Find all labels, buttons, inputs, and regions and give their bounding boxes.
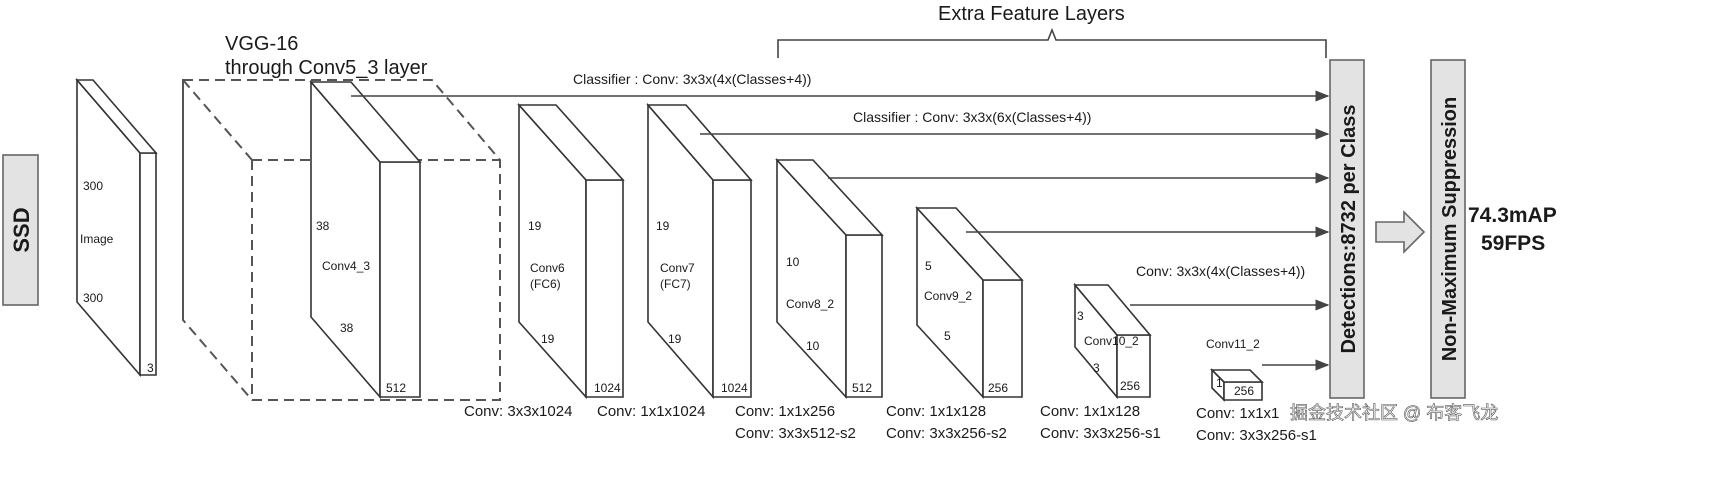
conv7-dim-top: 19 bbox=[656, 219, 670, 233]
conv8-op-label-b: Conv: 3x3x512-s2 bbox=[735, 425, 856, 442]
conv11-op-label-b: Conv: 3x3x256-s1 bbox=[1196, 427, 1317, 444]
conv8-2-dim-bottom: 10 bbox=[806, 339, 820, 353]
vgg-title-line2: through Conv5_3 layer bbox=[225, 57, 428, 79]
conv7-dim-bottom: 19 bbox=[668, 332, 682, 346]
detections-box: Detections:8732 per Class bbox=[1329, 59, 1365, 399]
ssd-label-box: SSD bbox=[2, 154, 39, 306]
conv6-dim-top: 19 bbox=[528, 219, 542, 233]
classifier-label-1: Classifier : Conv: 3x3x(4x(Classes+4)) bbox=[573, 71, 811, 87]
conv6-channels: 1024 bbox=[594, 381, 621, 395]
classifier-arrows bbox=[351, 90, 1330, 371]
image-block: 300 Image 300 3 bbox=[75, 77, 158, 378]
conv7-op-label: Conv: 1x1x1024 bbox=[597, 403, 705, 420]
conv9-op-label-a: Conv: 1x1x128 bbox=[886, 403, 986, 420]
conv7-name: Conv7 bbox=[660, 261, 695, 275]
conv9-2-dim-bottom: 5 bbox=[944, 329, 951, 343]
conv11-op-label-a: Conv: 1x1x1 bbox=[1196, 405, 1279, 422]
conv9-2-dim-top: 5 bbox=[925, 259, 932, 273]
conv11-2-block: Conv11_2 1 256 bbox=[1206, 337, 1264, 402]
conv7-channels: 1024 bbox=[721, 381, 748, 395]
conv9-2-name: Conv9_2 bbox=[924, 289, 972, 303]
conv8-2-block: 10 Conv8_2 10 512 bbox=[775, 157, 884, 400]
conv8-op-label-a: Conv: 1x1x256 bbox=[735, 403, 835, 420]
conv9-op-label-b: Conv: 3x3x256-s2 bbox=[886, 425, 1007, 442]
conv11-2-channels: 256 bbox=[1234, 384, 1254, 398]
conv6-dim-bottom: 19 bbox=[541, 332, 555, 346]
conv8-2-dim-top: 10 bbox=[786, 255, 800, 269]
conv10-2-channels: 256 bbox=[1120, 379, 1140, 393]
conv6-block: 19 Conv6 (FC6) 19 1024 bbox=[517, 102, 625, 400]
conv7-sub: (FC7) bbox=[660, 277, 691, 291]
extra-layers-title: Extra Feature Layers bbox=[938, 3, 1125, 25]
nms-label: Non-Maximum Suppression bbox=[1439, 97, 1461, 361]
image-dim-top: 300 bbox=[83, 179, 103, 193]
extra-layers-brace bbox=[777, 27, 1327, 58]
conv8-2-channels: 512 bbox=[852, 381, 872, 395]
result-map: 74.3mAP bbox=[1468, 204, 1557, 227]
classifier-label-2: Classifier : Conv: 3x3x(6x(Classes+4)) bbox=[853, 109, 1091, 125]
conv4-3-channels: 512 bbox=[386, 381, 406, 395]
classifier-label-3: Conv: 3x3x(4x(Classes+4)) bbox=[1136, 263, 1305, 279]
detections-label: Detections:8732 per Class bbox=[1338, 104, 1360, 353]
conv10-op-label-b: Conv: 3x3x256-s1 bbox=[1040, 425, 1161, 442]
conv6-op-label: Conv: 3x3x1024 bbox=[464, 403, 572, 420]
conv10-op-label-a: Conv: 1x1x128 bbox=[1040, 403, 1140, 420]
conv4-3-name: Conv4_3 bbox=[322, 259, 370, 273]
conv9-2-channels: 256 bbox=[988, 381, 1008, 395]
vgg-dashed-block bbox=[182, 79, 501, 401]
conv6-name: Conv6 bbox=[530, 261, 565, 275]
conv8-2-name: Conv8_2 bbox=[786, 297, 834, 311]
image-name: Image bbox=[80, 232, 114, 246]
conv10-2-block: 3 Conv10_2 3 256 bbox=[1073, 282, 1152, 400]
conv11-2-name: Conv11_2 bbox=[1206, 337, 1260, 351]
conv-labels: Conv: 3x3x1024 Conv: 1x1x1024 Conv: 1x1x… bbox=[464, 403, 1317, 444]
conv9-2-block: 5 Conv9_2 5 256 bbox=[915, 205, 1024, 400]
result-fps: 59FPS bbox=[1481, 232, 1545, 255]
nms-box: Non-Maximum Suppression bbox=[1430, 59, 1466, 399]
conv4-3-dim-top: 38 bbox=[316, 219, 330, 233]
image-dim-bottom: 300 bbox=[83, 291, 103, 305]
image-channels: 3 bbox=[147, 361, 154, 375]
ssd-label: SSD bbox=[9, 207, 34, 252]
conv4-3-dim-bottom: 38 bbox=[340, 321, 354, 335]
conv10-2-dim-bottom: 3 bbox=[1093, 361, 1100, 375]
vgg-title-line1: VGG-16 bbox=[225, 33, 298, 55]
conv10-2-name: Conv10_2 bbox=[1084, 334, 1139, 348]
conv11-2-dim-top: 1 bbox=[1216, 376, 1223, 390]
conv4-3-block: 38 Conv4_3 38 512 bbox=[309, 79, 422, 400]
watermark: 掘金技术社区 @ 布客飞龙 bbox=[1290, 403, 1498, 423]
conv7-block: 19 Conv7 (FC7) 19 1024 bbox=[646, 102, 753, 400]
conv10-2-dim-top: 3 bbox=[1077, 309, 1084, 323]
conv6-sub: (FC6) bbox=[530, 277, 561, 291]
big-arrow bbox=[1375, 210, 1426, 254]
